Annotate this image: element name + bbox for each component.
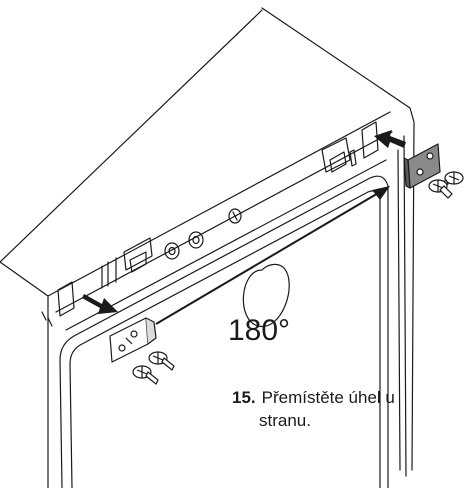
front-rail-top xyxy=(47,111,391,297)
cabinet-back-edge xyxy=(0,9,263,263)
panel-slot-2 xyxy=(129,251,147,273)
knob-2 xyxy=(188,231,204,249)
front-rail-bottom xyxy=(65,159,387,331)
front-rail-lower xyxy=(55,131,393,313)
panel-recess-right xyxy=(321,137,351,173)
right-arrow-icon xyxy=(374,130,406,148)
rotation-angle-label: 180° xyxy=(228,314,291,347)
instruction-text: 15. Přemístěte úhel u stranu. xyxy=(232,386,468,432)
instruction-line-2: stranu. xyxy=(259,411,311,430)
panel-recess-left xyxy=(101,257,117,289)
cabinet-right-top-edge xyxy=(261,7,411,109)
left-corner-detail xyxy=(41,311,53,327)
hinge-bracket-icon xyxy=(109,317,157,363)
screw-right-icon xyxy=(428,171,464,199)
knob-1 xyxy=(164,242,180,260)
cabinet-left-side xyxy=(0,261,49,488)
cabinet-top-right-corner xyxy=(409,107,415,471)
instruction-line-1: Přemístěte úhel u xyxy=(261,388,395,407)
panel-bracket-slot-right xyxy=(361,121,379,159)
panel-bracket-slot-left xyxy=(57,281,75,317)
step-number: 15. xyxy=(232,388,256,407)
hinge-bracket-dark-icon xyxy=(403,143,441,189)
panel-recess-right-2 xyxy=(329,151,347,173)
transfer-arrow-line xyxy=(155,191,381,325)
knob-1-inner xyxy=(168,246,176,256)
knob-2-inner xyxy=(192,235,200,245)
panel-slot xyxy=(123,237,153,271)
right-side-edge xyxy=(397,149,401,471)
knob-3-mark xyxy=(232,211,238,221)
panel-notch-right xyxy=(349,149,357,167)
left-arrow-icon xyxy=(82,294,118,314)
right-side-edge-2 xyxy=(403,135,407,477)
screw-icon xyxy=(132,351,175,385)
rotation-loop-icon xyxy=(242,263,290,327)
door-frame-outer xyxy=(59,175,389,488)
knob-3 xyxy=(228,208,242,224)
transfer-arrow-head-icon xyxy=(372,186,390,200)
